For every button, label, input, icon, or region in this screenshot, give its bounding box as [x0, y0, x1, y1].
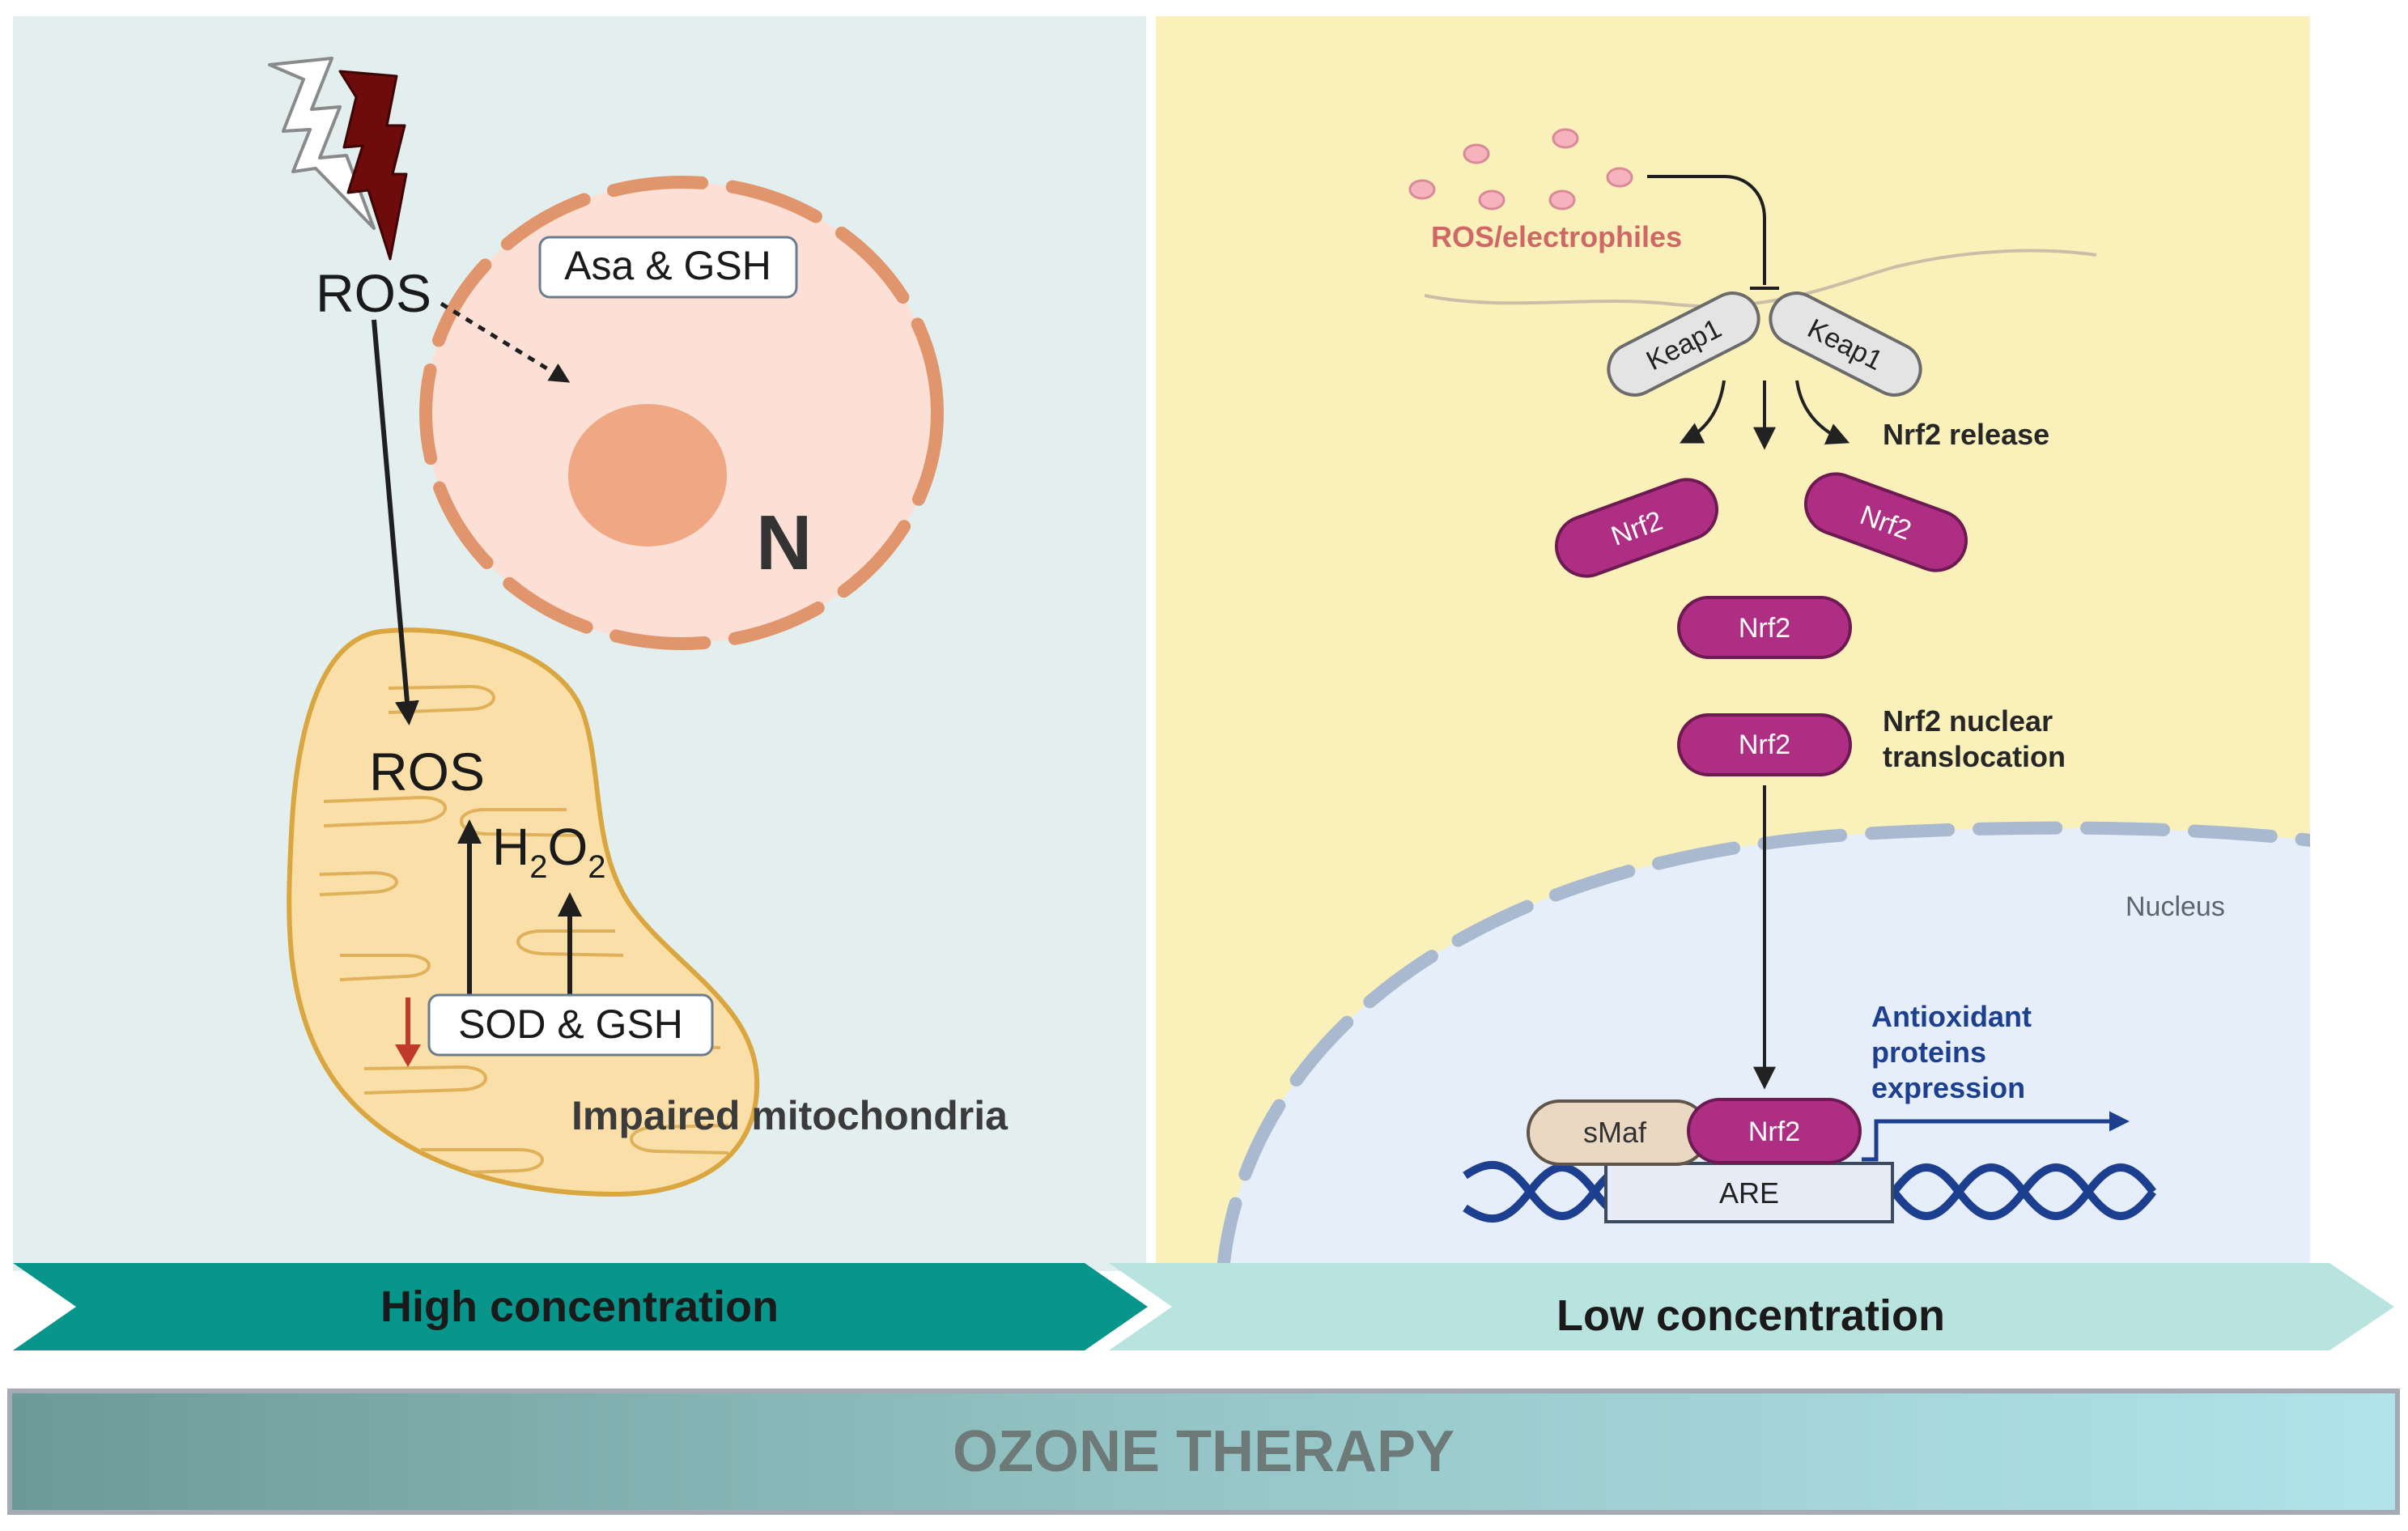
- nrf2-center: Nrf2: [1677, 596, 1852, 659]
- svg-text:Nrf2: Nrf2: [1748, 1116, 1800, 1147]
- nuclear-envelope: [1216, 821, 2310, 1271]
- ros-electrophiles-label: ROS/electrophiles: [1431, 220, 1682, 253]
- low-concentration-label: Low concentration: [1556, 1291, 1945, 1340]
- smaf-protein: sMaf: [1527, 1099, 1709, 1166]
- ozone-therapy-label: OZONE THERAPY: [953, 1419, 1455, 1484]
- nucleus-letter: N: [756, 500, 812, 586]
- nucleus-region: [1222, 827, 2310, 1271]
- release-arrow-right: [1795, 380, 1850, 445]
- nucleus-label: Nucleus: [2126, 891, 2225, 922]
- keap1-left: Keap1: [1607, 291, 1760, 397]
- cell-nucleus: [568, 404, 727, 546]
- antioxidant-label-line3: expression: [1871, 1071, 2025, 1104]
- inhibition-line: [1647, 175, 1766, 285]
- are-element: ARE: [1604, 1162, 1894, 1223]
- ros-to-nucleus-arrow: [440, 301, 571, 383]
- transcription-arrow: [1862, 1111, 2130, 1162]
- high-concentration-label: High concentration: [380, 1282, 779, 1331]
- translocation-label-line1: Nrf2 nuclear: [1883, 704, 2053, 738]
- h2o2-label: H2O2: [492, 818, 606, 885]
- down-arrow-icon: [395, 997, 421, 1067]
- nrf2-translocating: Nrf2: [1677, 713, 1852, 776]
- translocation-label-line2: translocation: [1883, 740, 2066, 773]
- release-arrow-left: [1679, 380, 1726, 444]
- svg-text:Nrf2: Nrf2: [1739, 613, 1790, 644]
- svg-text:SOD & GSH: SOD & GSH: [458, 1002, 683, 1047]
- ros-to-mitochondria-arrow: [372, 319, 419, 725]
- low-concentration-band: [1109, 1263, 2394, 1350]
- nrf2-bound: Nrf2: [1687, 1098, 1862, 1164]
- asa-gsh-box: Asa & GSH: [538, 236, 798, 299]
- lightning-icon: [268, 57, 408, 261]
- sod-gsh-box: SOD & GSH: [427, 993, 714, 1057]
- svg-text:ARE: ARE: [1719, 1176, 1779, 1210]
- dna-helix-icon: [1463, 1161, 2156, 1223]
- high-concentration-band: [13, 1263, 1148, 1350]
- nrf2-release-label: Nrf2 release: [1883, 418, 2049, 451]
- ros-dots: [1408, 128, 1633, 211]
- nrf2-released-left: Nrf2: [1554, 478, 1719, 578]
- svg-text:Nrf2: Nrf2: [1739, 729, 1790, 760]
- ros-label-top: ROS: [316, 263, 431, 323]
- nrf2-released-right: Nrf2: [1803, 472, 1968, 572]
- antioxidant-label-line2: proteins: [1871, 1036, 1986, 1069]
- svg-text:Asa & GSH: Asa & GSH: [564, 243, 771, 288]
- impaired-mitochondria-label: Impaired mitochondria: [571, 1093, 1009, 1138]
- ros-label-mito: ROS: [369, 742, 485, 802]
- svg-text:sMaf: sMaf: [1583, 1116, 1647, 1149]
- ozone-therapy-bar: [7, 1389, 2400, 1515]
- antioxidant-label-line1: Antioxidant: [1871, 1000, 2032, 1033]
